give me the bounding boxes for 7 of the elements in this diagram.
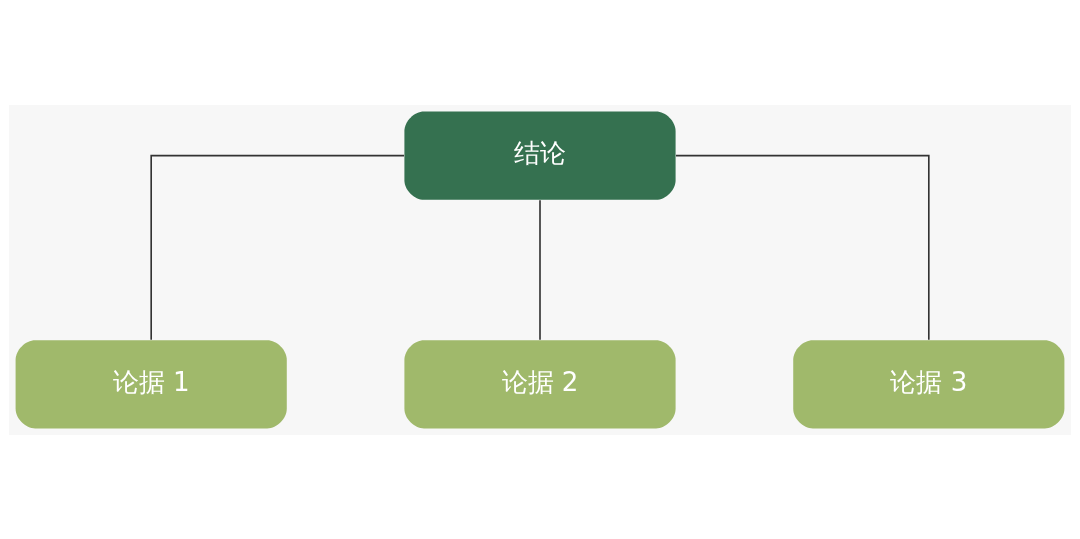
connector: [675, 154, 930, 341]
node-box: 论据 2: [404, 339, 676, 428]
connector: [539, 198, 541, 341]
node-box: 论据 3: [793, 339, 1065, 428]
node-box: 结论: [404, 111, 676, 200]
node-box: 论据 1: [15, 339, 287, 428]
connector: [150, 154, 405, 341]
